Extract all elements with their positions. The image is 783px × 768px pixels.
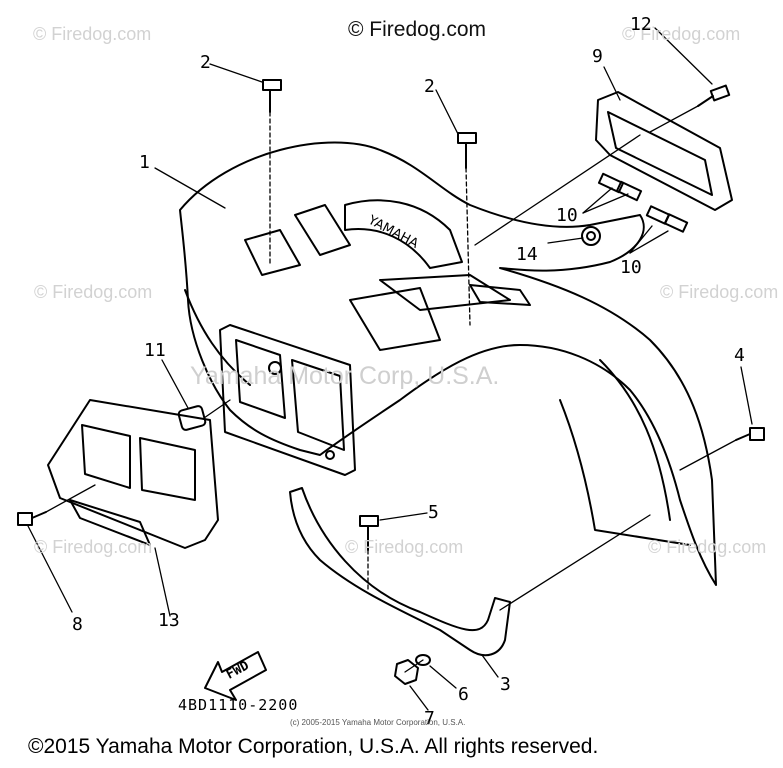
small-copyright: (c) 2005-2015 Yamaha Motor Corporation, … <box>290 718 466 727</box>
reflector-pad <box>615 180 643 202</box>
bolt-part-2a <box>262 79 282 113</box>
part-label-13: 13 <box>158 610 180 631</box>
vent-slot <box>469 284 531 306</box>
part-label-9: 9 <box>592 46 603 67</box>
front-fender-body <box>179 141 717 586</box>
part-label-5: 5 <box>428 502 439 523</box>
taillight-lens <box>607 111 713 196</box>
stay-bracket <box>289 487 511 657</box>
watermark: © Firedog.com <box>345 537 464 557</box>
assembly-lines <box>45 105 737 673</box>
grommet <box>581 226 601 246</box>
watermark: © Firedog.com <box>34 282 153 302</box>
yamaha-emblem-text: YAMAHA <box>365 212 421 251</box>
part-label-14: 14 <box>516 244 538 265</box>
reflector-pad <box>663 213 689 233</box>
diagram-code: 4BD1110-2200 <box>178 696 299 714</box>
part-label-2: 2 <box>200 52 211 73</box>
headlight-housing <box>219 324 356 476</box>
part-label-2: 2 <box>424 76 435 97</box>
vent-slot <box>244 229 301 276</box>
watermark: © Firedog.com <box>33 24 152 44</box>
bolt-part-4 <box>735 427 765 441</box>
washer <box>415 654 431 666</box>
reflector-pad <box>597 172 625 194</box>
bezel-lens-left <box>81 424 131 489</box>
headlight-bezel <box>47 399 219 549</box>
housing-boss <box>325 450 335 460</box>
watermark: © Firedog.com <box>660 282 779 302</box>
vent-slot <box>294 204 351 256</box>
nut <box>394 659 419 685</box>
part-label-11: 11 <box>144 340 166 361</box>
fender-inner-rim <box>184 289 251 386</box>
bolt-part-8 <box>17 511 47 526</box>
vent-slot <box>379 274 511 311</box>
part-label-10: 10 <box>620 257 642 278</box>
headlight-lens-right <box>291 359 345 451</box>
part-label-3: 3 <box>500 674 511 695</box>
housing-boss <box>268 361 282 375</box>
watermark: © Firedog.com <box>34 537 153 557</box>
center-watermark: Yamaha Motor Corp, U.S.A. <box>190 362 500 390</box>
watermark: © Firedog.com <box>648 537 767 557</box>
leader-lines <box>27 27 753 711</box>
part-label-12: 12 <box>630 14 652 35</box>
footer-copyright: ©2015 Yamaha Motor Corporation, U.S.A. A… <box>28 735 599 758</box>
headlight-lens-left <box>235 339 286 419</box>
bezel-lens-right <box>139 437 196 501</box>
fwd-arrow <box>204 651 267 701</box>
taillight <box>595 91 733 211</box>
yamaha-emblem <box>344 199 463 269</box>
site-title: © Firedog.com <box>348 18 487 41</box>
bolt-part-12 <box>697 84 731 107</box>
watermark: © Firedog.com <box>622 24 741 44</box>
bezel-lower-frame <box>69 499 151 546</box>
fender-inner-line <box>599 359 671 521</box>
grommet-hole <box>586 231 596 241</box>
bolt-part-5 <box>359 515 379 551</box>
fender-lower-skirt <box>559 399 691 546</box>
part-label-7: 7 <box>424 708 435 729</box>
part-label-6: 6 <box>458 684 469 705</box>
vent-slot <box>349 287 441 351</box>
bolt-part-2b <box>457 132 477 169</box>
collar <box>177 405 207 431</box>
part-label-4: 4 <box>734 345 745 366</box>
part-label-10: 10 <box>556 205 578 226</box>
part-label-8: 8 <box>72 614 83 635</box>
part-label-1: 1 <box>139 152 150 173</box>
